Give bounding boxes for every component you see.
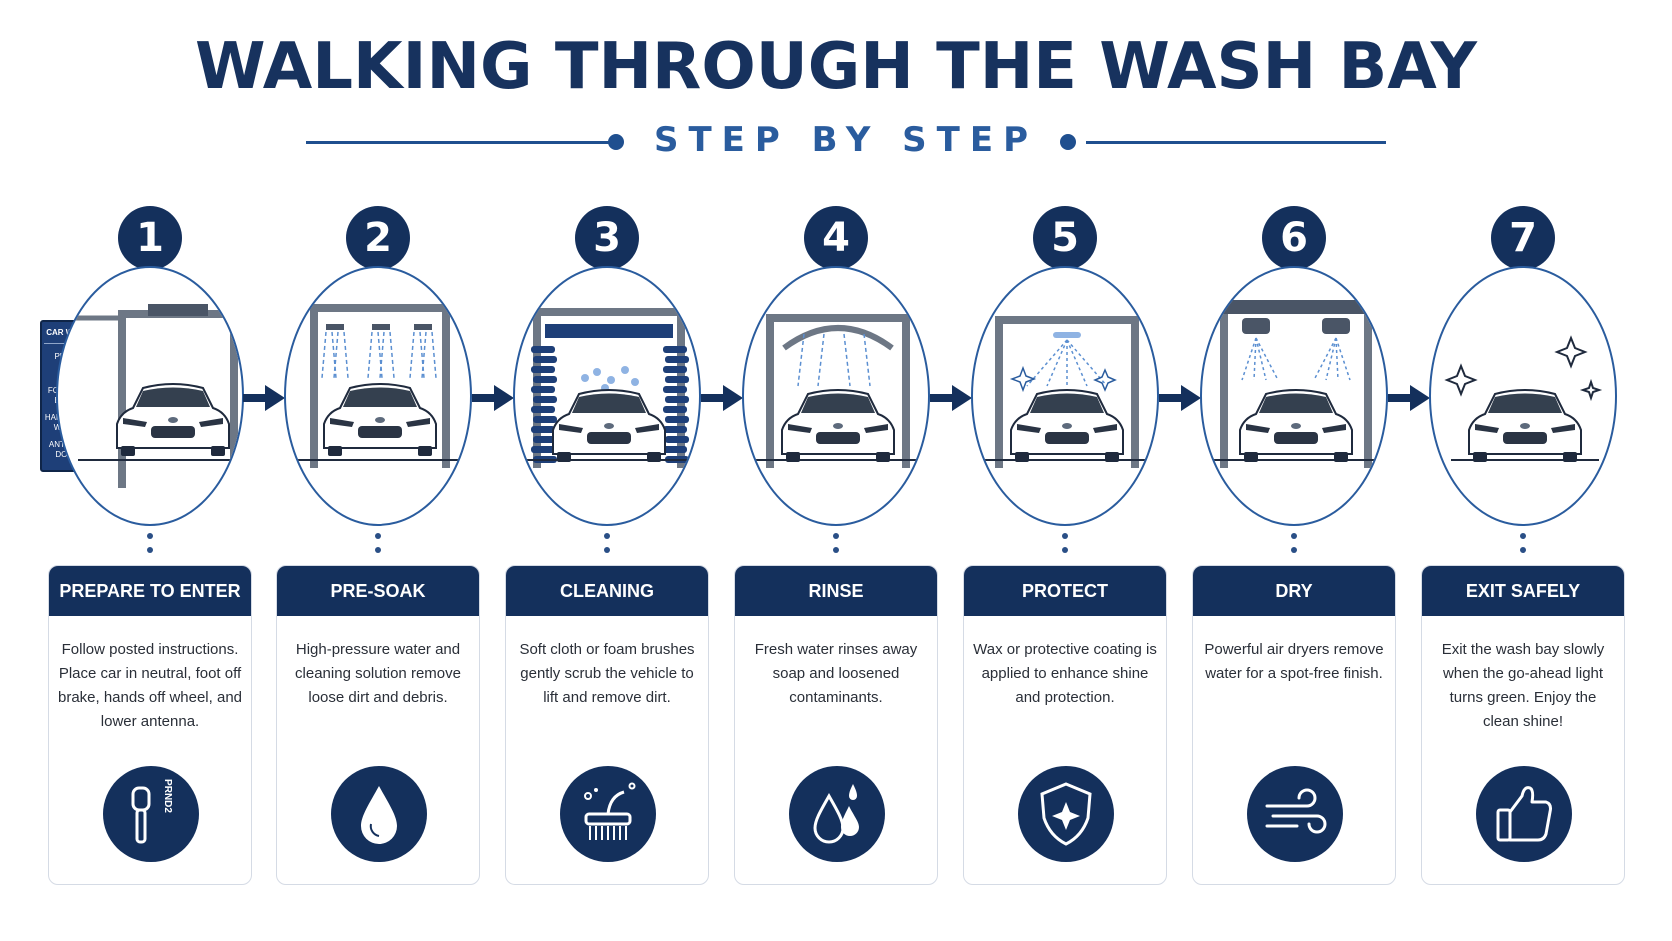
water-drops-icon	[789, 766, 885, 862]
step-card: CLEANING Soft cloth or foam brushes gent…	[505, 565, 709, 885]
step-number-badge: 5	[1033, 206, 1097, 270]
scene-svg	[983, 316, 1151, 468]
page-subtitle: STEP BY STEP	[654, 120, 1038, 160]
step-title: DRY	[1193, 566, 1395, 616]
step-number-badge: 6	[1262, 206, 1326, 270]
step-illustration	[513, 266, 701, 526]
step-card: PREPARE TO ENTER Follow posted instructi…	[48, 565, 252, 885]
step-illustration	[284, 266, 472, 526]
arrow-right-icon	[700, 385, 743, 411]
step-card: PROTECT Wax or protective coating is app…	[963, 565, 1167, 885]
car-illustration	[1010, 389, 1124, 462]
shield-sparkle-icon	[1018, 766, 1114, 862]
step-title: EXIT SAFELY	[1422, 566, 1624, 616]
step-number-badge: 7	[1491, 206, 1555, 270]
step-description: Follow posted instructions. Place car in…	[57, 641, 243, 730]
step-description: Fresh water rinses away soap and loosene…	[754, 641, 918, 706]
step-number-badge: 1	[118, 206, 182, 270]
step-title: PRE-SOAK	[277, 566, 479, 616]
step-title: PREPARE TO ENTER	[49, 566, 251, 616]
car-illustration	[323, 383, 437, 456]
arrow-right-icon	[929, 385, 972, 411]
page-title: WALKING THROUGH THE WASH BAY	[195, 30, 1477, 104]
car-illustration	[1239, 389, 1353, 462]
dotted-connector	[604, 533, 610, 561]
brush-icon	[560, 766, 656, 862]
step-title: CLEANING	[506, 566, 708, 616]
gantry-frame	[995, 316, 1139, 468]
step-card: EXIT SAFELY Exit the wash bay slowly whe…	[1421, 565, 1625, 885]
arrow-right-icon	[243, 385, 285, 411]
shifter-label: PRND2	[162, 779, 173, 813]
car-illustration	[1468, 389, 1582, 462]
scene-svg	[296, 304, 464, 468]
scene-svg	[1444, 335, 1603, 462]
car-illustration	[552, 389, 666, 462]
arrow-right-icon	[1158, 385, 1201, 411]
dotted-connector	[833, 533, 839, 561]
scene-svg	[754, 314, 922, 468]
gear-shifter-icon: PRND2	[103, 766, 199, 862]
step-description: Soft cloth or foam brushes gently scrub …	[519, 641, 695, 706]
step-illustration	[971, 266, 1159, 526]
scene-svg	[1212, 300, 1380, 468]
arrow-right-icon	[1387, 385, 1430, 411]
water-drop-icon	[331, 766, 427, 862]
dotted-connector	[1291, 533, 1297, 561]
subtitle-line-right	[1086, 141, 1386, 144]
step-card: PRE-SOAK High-pressure water and cleanin…	[276, 565, 480, 885]
dotted-connector	[1520, 533, 1526, 561]
step-illustration	[1200, 266, 1388, 526]
step-card: RINSE Fresh water rinses away soap and l…	[734, 565, 938, 885]
step-number-badge: 3	[575, 206, 639, 270]
step-title: RINSE	[735, 566, 937, 616]
subtitle-row: STEP BY STEP	[0, 120, 1672, 160]
dotted-connector	[375, 533, 381, 561]
gantry-frame	[766, 314, 910, 468]
scene-svg	[58, 304, 242, 488]
step-card: DRY Powerful air dryers remove water for…	[1192, 565, 1396, 885]
step-number-badge: 2	[346, 206, 410, 270]
step-number-badge: 4	[804, 206, 868, 270]
arrow-right-icon	[471, 385, 514, 411]
step-description: Wax or protective coating is applied to …	[973, 641, 1157, 706]
step-description: Powerful air dryers remove water for a s…	[1204, 641, 1384, 682]
car-illustration	[116, 383, 230, 456]
step-illustration	[1429, 266, 1617, 526]
subtitle-line-left	[306, 141, 616, 144]
thumbs-up-icon	[1476, 766, 1572, 862]
car-illustration	[781, 389, 895, 462]
dotted-connector	[1062, 533, 1068, 561]
step-title: PROTECT	[964, 566, 1166, 616]
step-description: High-pressure water and cleaning solutio…	[295, 641, 461, 706]
subtitle-dot-left	[608, 134, 624, 150]
step-description: Exit the wash bay slowly when the go-ahe…	[1441, 641, 1605, 730]
subtitle-dot-right	[1060, 134, 1076, 150]
dotted-connector	[147, 533, 153, 561]
wind-icon	[1247, 766, 1343, 862]
scene-svg	[525, 308, 693, 468]
gantry-frame	[310, 304, 450, 468]
step-illustration	[56, 266, 244, 526]
step-illustration	[742, 266, 930, 526]
